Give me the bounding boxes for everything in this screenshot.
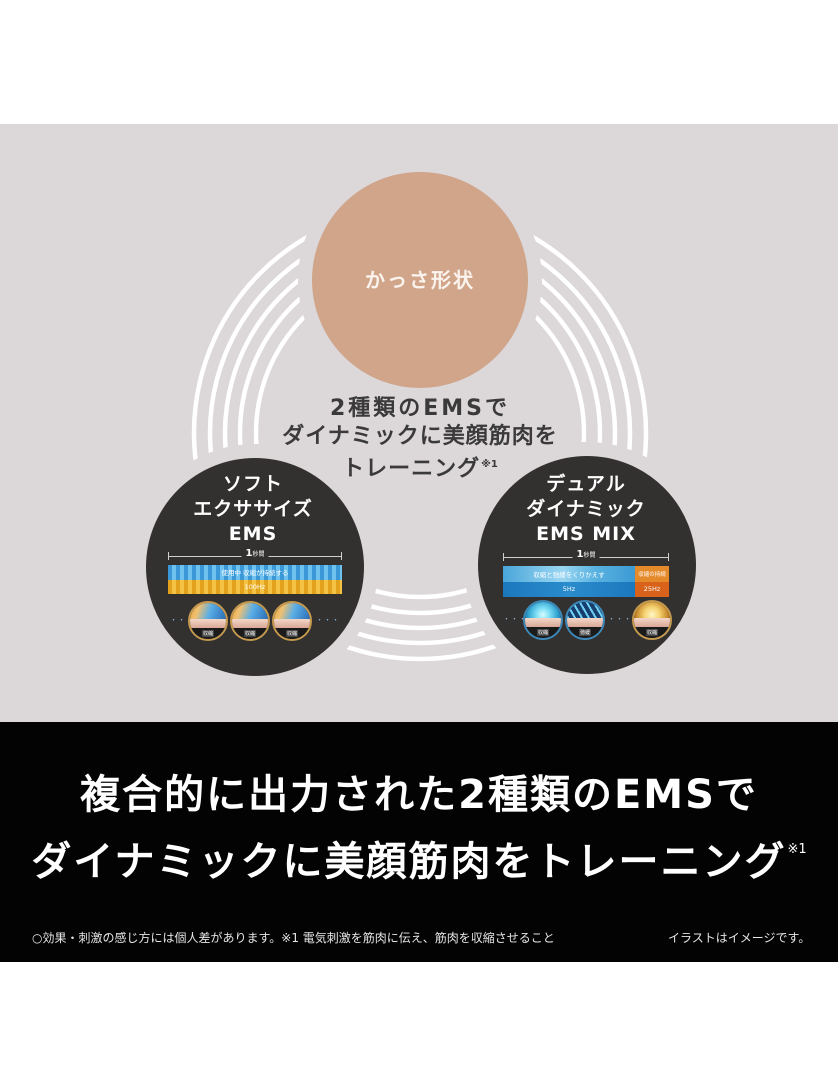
bar-frequency: 25Hz	[635, 581, 669, 597]
bar-top-text: 使用中 収縮が持続する	[168, 565, 342, 580]
dual-dynamic-ems-mix-title: デュアル ダイナミック EMS MIX	[476, 472, 696, 547]
icon-label: 収縮	[243, 630, 256, 638]
center-caption-line3-text: トレーニング	[342, 456, 481, 482]
kassa-shape-circle	[298, 158, 542, 402]
timeline-unit: 秒間	[252, 551, 265, 558]
title-line: EMS MIX	[536, 523, 636, 545]
center-caption: 2種類のEMSで ダイナミックに美顔筋肉を トレーニング※1	[240, 395, 600, 483]
timeline-tick	[168, 552, 169, 560]
headline-line2-text: ダイナミックに美顔筋肉をトレーニング	[31, 839, 787, 885]
continuation-dots: ・・・	[170, 616, 194, 624]
kassa-shape-label: かっさ形状	[365, 268, 475, 292]
continuation-dots: ・・・	[316, 616, 340, 624]
bottom-white-band	[0, 962, 838, 1080]
headline-line1: 複合的に出力された2種類のEMSで	[80, 772, 758, 818]
muscle-contraction-icon: 収縮	[188, 601, 228, 641]
bar-segment-25hz: 収縮の持続 25Hz	[635, 566, 669, 597]
disclaimer-footnote: ○効果・刺激の感じ方には個人差があります。※1 電気刺激を筋肉に伝え、筋肉を収縮…	[32, 931, 555, 945]
footnote-marker: ※1	[481, 459, 498, 470]
soft-ems-waveform-bar: 使用中 収縮が持続する 100Hz	[168, 565, 342, 594]
muscle-illustration	[232, 603, 268, 620]
muscle-contraction-icon: 収縮	[632, 600, 672, 640]
center-caption-line1: 2種類のEMSで	[329, 396, 511, 421]
muscle-illustration	[525, 602, 561, 619]
bar-top-text: 収縮と弛緩をくりかえす	[503, 566, 635, 582]
icon-base: 収縮	[232, 628, 268, 639]
timeline-label: 1秒間	[241, 548, 269, 559]
headline-line2: ダイナミックに美顔筋肉をトレーニング※1	[0, 822, 838, 890]
bar-top-text: 収縮の持続	[635, 566, 669, 582]
skin-layer	[274, 619, 310, 629]
muscle-illustration	[274, 603, 310, 620]
center-caption-line3: トレーニング※1	[240, 451, 600, 483]
muscle-illustration	[190, 603, 226, 620]
skin-layer	[634, 618, 670, 628]
top-white-band	[0, 0, 838, 124]
illustration-note: イラストはイメージです。	[668, 931, 811, 945]
icon-label: 収縮	[536, 629, 549, 637]
title-line: エクササイズ	[193, 498, 313, 520]
muscle-contraction-icon: 収縮	[272, 601, 312, 641]
timeline-number: 1	[576, 549, 584, 560]
muscle-relaxation-icon: 弛緩	[565, 600, 605, 640]
timeline-tick	[668, 553, 669, 561]
timeline-tick	[341, 552, 342, 560]
icon-label: 収縮	[285, 630, 298, 638]
icon-label: 収縮	[201, 630, 214, 638]
title-line: EMS	[228, 523, 278, 545]
headline-band	[0, 722, 838, 962]
icon-label: 弛緩	[578, 629, 591, 637]
one-second-timeline: 1秒間	[503, 549, 669, 562]
timeline-label: 1秒間	[572, 549, 600, 560]
title-line: デュアル	[546, 473, 626, 495]
muscle-illustration	[567, 602, 603, 619]
timeline-unit: 秒間	[583, 552, 596, 559]
center-caption-line2: ダイナミックに美顔筋肉を	[282, 424, 558, 449]
icon-base: 収縮	[525, 627, 561, 638]
one-second-timeline: 1秒間	[168, 548, 342, 561]
muscle-contraction-icon: 収縮	[523, 600, 563, 640]
skin-layer	[232, 619, 268, 629]
bar-frequency: 100Hz	[168, 579, 342, 594]
footnote-marker: ※1	[787, 842, 807, 857]
bar-frequency: 5Hz	[503, 581, 635, 597]
icon-base: 収縮	[274, 628, 310, 639]
skin-layer	[567, 618, 603, 628]
continuation-dots: ・・・	[503, 615, 527, 623]
timeline-number: 1	[245, 548, 253, 559]
ems-mix-waveform-bar: 収縮と弛緩をくりかえす 5Hz 収縮の持続 25Hz	[503, 566, 669, 597]
icon-base: 弛緩	[567, 627, 603, 638]
icon-label: 収縮	[645, 629, 658, 637]
icon-base: 収縮	[634, 627, 670, 638]
skin-layer	[525, 618, 561, 628]
title-line: ダイナミック	[526, 498, 646, 520]
timeline-tick	[503, 553, 504, 561]
icon-base: 収縮	[190, 628, 226, 639]
muscle-contraction-icon: 収縮	[230, 601, 270, 641]
continuation-dots: ・・・	[608, 615, 632, 623]
skin-layer	[190, 619, 226, 629]
muscle-illustration	[634, 602, 670, 619]
bar-segment-5hz: 収縮と弛緩をくりかえす 5Hz	[503, 566, 635, 597]
title-line: ソフト	[222, 473, 283, 495]
soft-exercise-ems-title: ソフト エクササイズ EMS	[143, 472, 363, 547]
